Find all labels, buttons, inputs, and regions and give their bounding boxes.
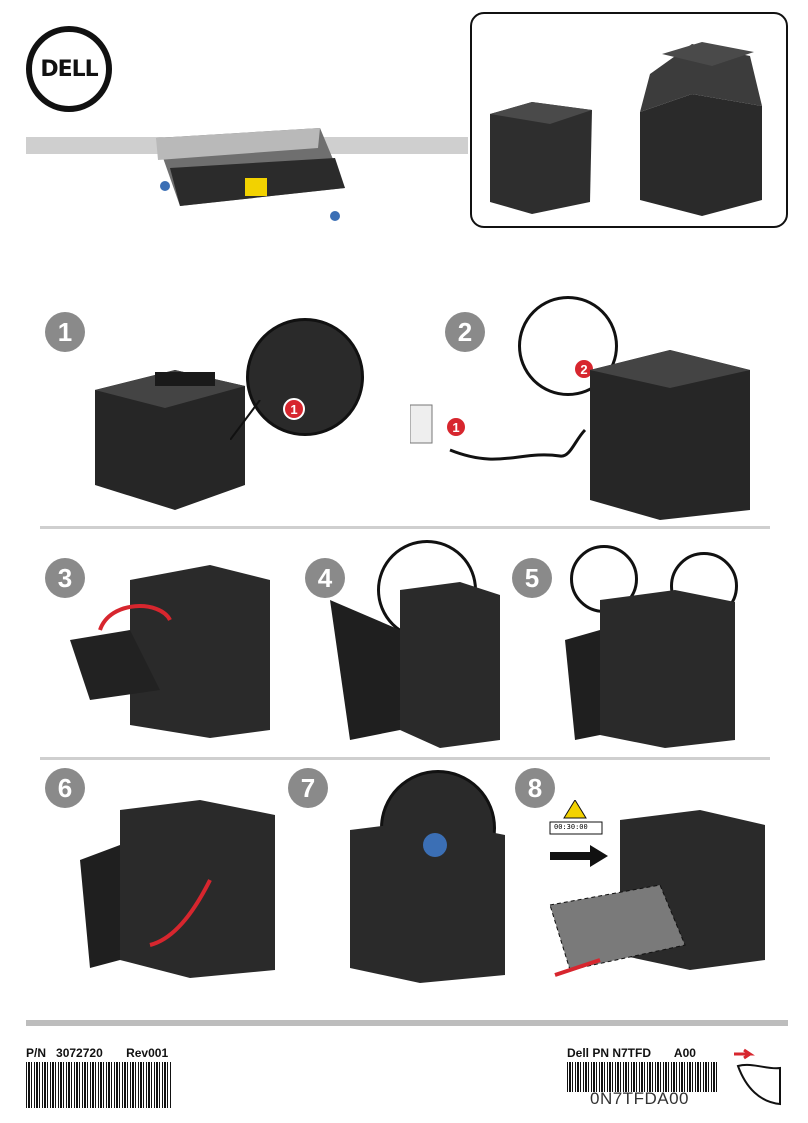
- footer-band: [26, 1020, 788, 1026]
- step3-illustration: [70, 565, 270, 738]
- cooldown-timer-text: 00:30:00: [554, 823, 588, 831]
- step-number-8: 8: [515, 768, 555, 808]
- step-number-3: 3: [45, 558, 85, 598]
- step-label: 2: [457, 316, 473, 347]
- step-number-7: 7: [288, 768, 328, 808]
- step6-illustration: [80, 800, 275, 978]
- step1-badge: 1: [283, 398, 305, 420]
- pn-value: 3072720: [56, 1046, 103, 1060]
- step-label: 4: [317, 562, 333, 593]
- rev-label: Rev001: [126, 1046, 169, 1060]
- left-barcode: [26, 1062, 172, 1108]
- pn-label: P/N: [26, 1046, 47, 1060]
- section-divider: [40, 757, 770, 760]
- step-label: 1: [57, 316, 73, 347]
- badge-label: 2: [580, 361, 588, 377]
- printer-models-panel: [470, 12, 788, 228]
- right-barcode: [567, 1062, 717, 1092]
- left-part-number: P/N 3072720 Rev001: [26, 1046, 168, 1060]
- step1-callout-pointer: [230, 400, 261, 440]
- dell-pn-label: Dell PN N7TFD: [567, 1046, 652, 1060]
- step4-illustration: [330, 582, 500, 748]
- step-number-1: 1: [45, 312, 85, 352]
- step-label: 3: [57, 562, 73, 593]
- dell-rev-label: A00: [673, 1046, 696, 1060]
- logo-text: DELL: [40, 56, 98, 82]
- step1-power-switch-callout: [246, 318, 364, 436]
- step-number-4: 4: [305, 558, 345, 598]
- page-turn-icon: [734, 1048, 781, 1106]
- step-number-2: 2: [445, 312, 485, 352]
- step-number-5: 5: [512, 558, 552, 598]
- step2-illustration: [410, 350, 750, 520]
- right-part-number: Dell PN N7TFD A00: [567, 1046, 696, 1060]
- section-divider: [40, 526, 770, 529]
- badge-label: 1: [290, 401, 298, 417]
- step1-printer: [95, 370, 245, 510]
- printer-models-illustration: [490, 42, 762, 216]
- step8-fuser-removal-illustration: [549, 810, 765, 977]
- badge-label: 1: [452, 419, 460, 435]
- step-label: 5: [524, 562, 540, 593]
- step2-wall-badge: 1: [445, 416, 467, 438]
- right-barcode-text: 0N7TFDA00: [590, 1089, 689, 1108]
- fuser-illustration: [156, 128, 345, 221]
- dell-logo: DELL: [26, 26, 112, 112]
- step7-illustration: [350, 820, 505, 983]
- step5-illustration: [565, 590, 735, 748]
- step-label: 8: [527, 772, 543, 803]
- step8-cooldown-diagram: [549, 800, 608, 867]
- step-label: 6: [57, 772, 73, 803]
- step-label: 7: [300, 772, 316, 803]
- step-number-6: 6: [45, 768, 85, 808]
